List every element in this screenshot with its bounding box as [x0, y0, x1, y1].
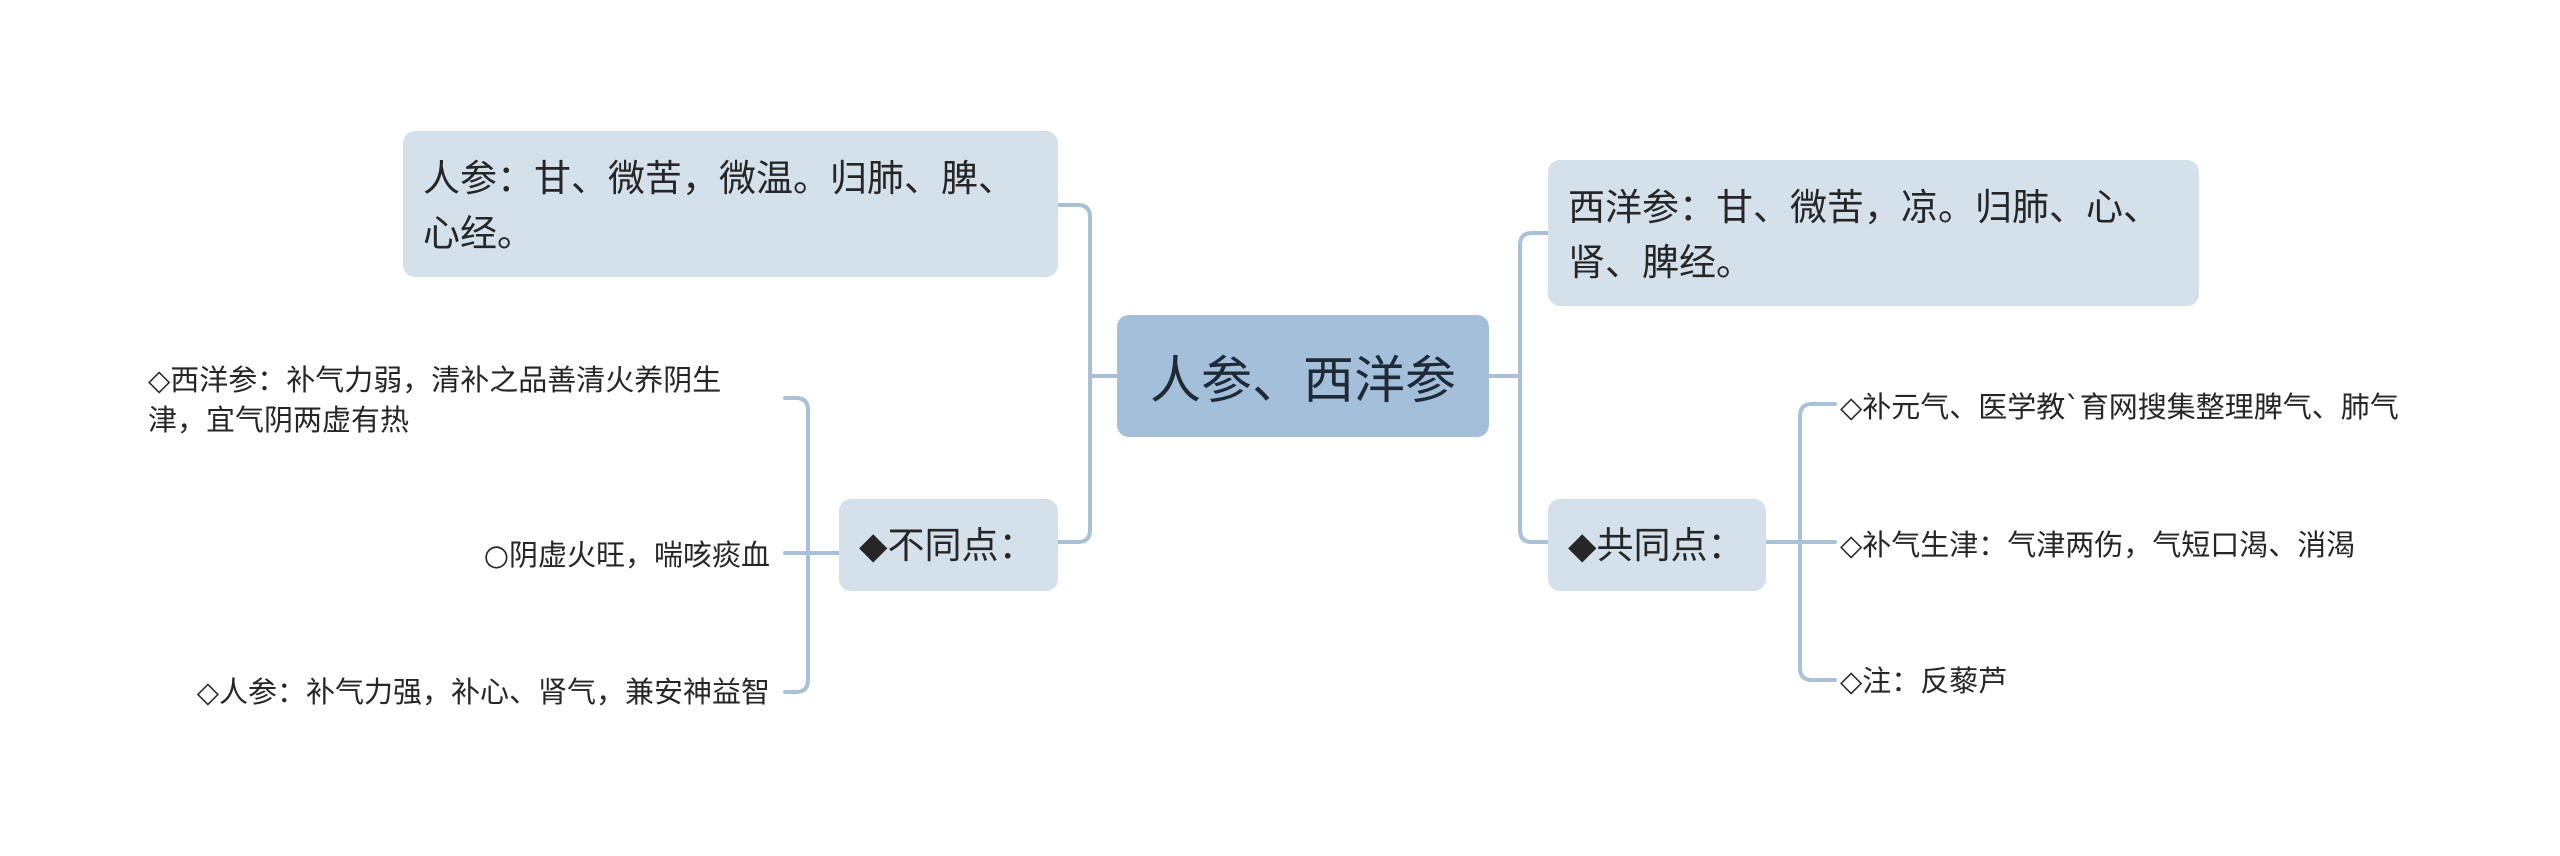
differences-topic[interactable]: ◆不同点： — [839, 499, 1058, 591]
common-item-text: ◇注：反藜芦 — [1840, 664, 2008, 698]
common-item-buyuanqi[interactable]: ◇补元气、医学教`育网搜集整理脾气、肺气 — [1840, 387, 2399, 427]
common-item-text: ◇补元气、医学教`育网搜集整理脾气、肺气 — [1840, 390, 2399, 424]
xiyangshen-properties-topic[interactable]: 西洋参：甘、微苦，凉。归肺、心、肾、脾经。 — [1548, 160, 2199, 306]
differences-label: ◆不同点： — [859, 523, 1036, 567]
renshen-properties-topic[interactable]: 人参：甘、微苦，微温。归肺、脾、心经。 — [403, 131, 1058, 277]
common-topic[interactable]: ◆共同点： — [1548, 499, 1766, 591]
difference-item-text: ○阴虚火旺，喘咳痰血 — [483, 538, 770, 572]
common-item-buqishengjin[interactable]: ◇补气生津：气津两伤，气短口渴、消渴 — [1840, 525, 2355, 565]
difference-item-text: ◇西洋参：补气力弱，清补之品善清火养阴生津，宜气阴两虚有热 — [148, 363, 722, 437]
difference-item-text: ◇人参：补气力强，补心、肾气，兼安神益智 — [196, 675, 770, 709]
common-item-text: ◇补气生津：气津两伤，气短口渴、消渴 — [1840, 528, 2356, 562]
difference-item-yinxu[interactable]: ○阴虚火旺，喘咳痰血 — [440, 535, 770, 575]
root-topic-label: 人参、西洋参 — [1149, 352, 1456, 411]
root-topic[interactable]: 人参、西洋参 — [1117, 315, 1489, 437]
connector-left-trunk — [1056, 203, 1092, 544]
common-item-note[interactable]: ◇注：反藜芦 — [1840, 661, 2007, 701]
renshen-properties-label: 人参：甘、微苦，微温。归肺、脾、心经。 — [423, 157, 1015, 255]
connector-diff-leaves — [783, 396, 810, 694]
connector-right-trunk — [1518, 231, 1550, 544]
xiyangshen-properties-label: 西洋参：甘、微苦，凉。归肺、心、肾、脾经。 — [1568, 186, 2160, 284]
difference-item-xiyangshen[interactable]: ◇西洋参：补气力弱，清补之品善清火养阴生津，宜气阴两虚有热 — [148, 360, 778, 440]
common-label: ◆共同点： — [1568, 523, 1745, 567]
difference-item-renshen[interactable]: ◇人参：补气力强，补心、肾气，兼安神益智 — [150, 672, 770, 712]
